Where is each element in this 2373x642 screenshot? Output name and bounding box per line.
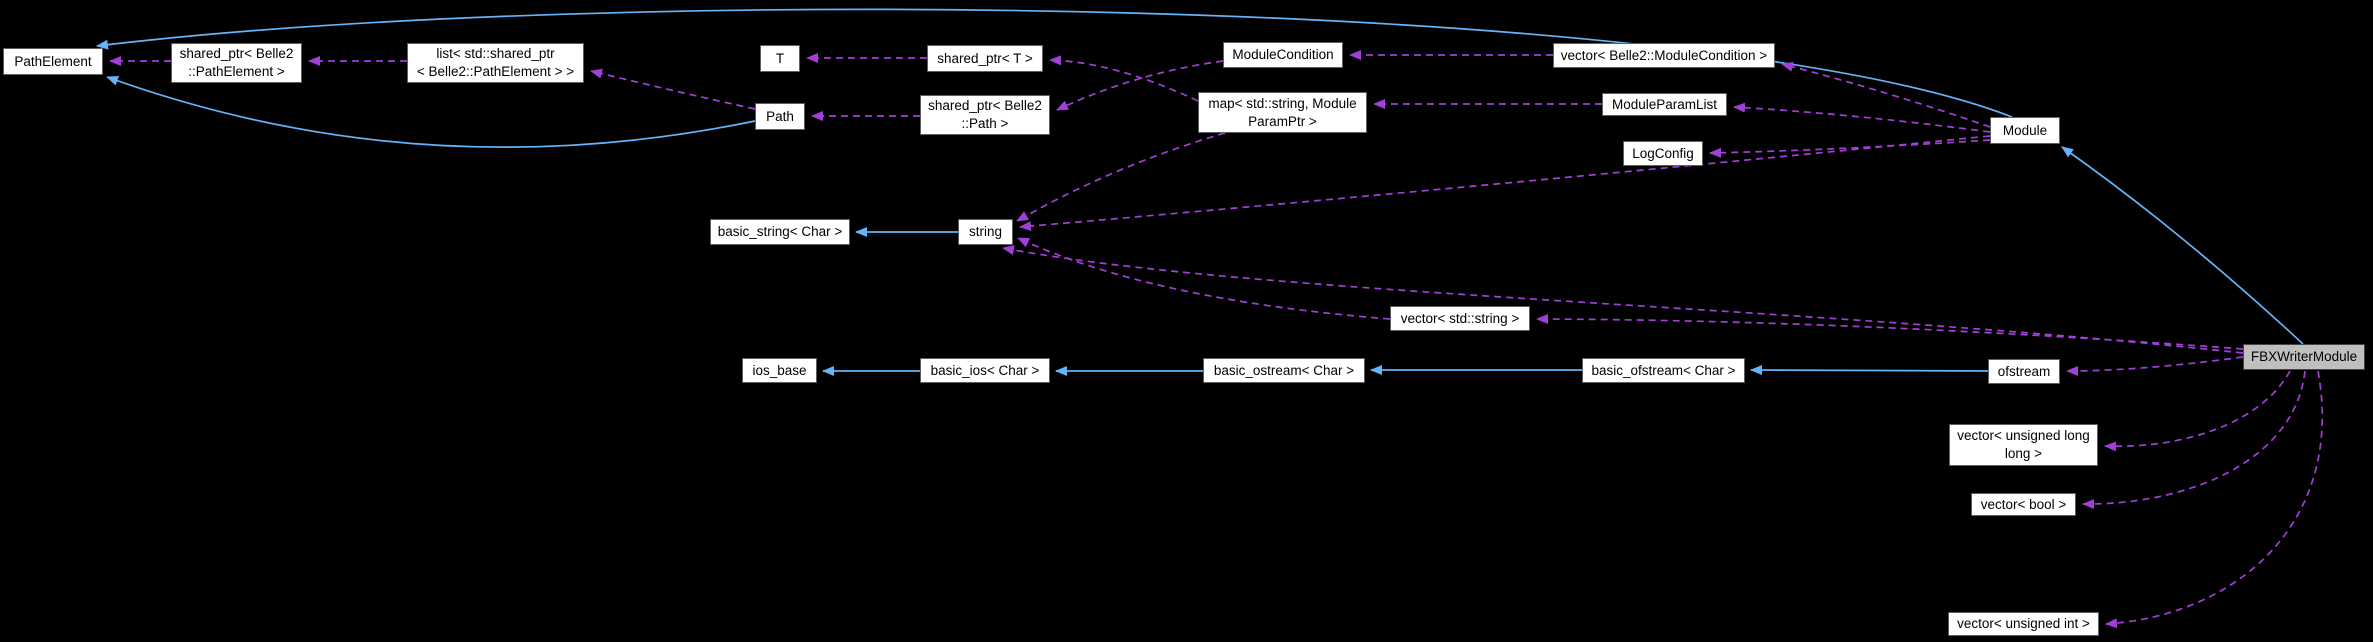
class-node-basic_ostream[interactable]: basic_ostream< Char > [1203,358,1365,383]
class-node-label: < Belle2::PathElement > > [416,64,575,79]
class-node-label: vector< bool > [1980,496,2067,512]
edge-module-to-path_element [96,8,2013,118]
class-node-label: vector< std::string > [1400,310,1520,326]
class-node-label: string [968,224,1002,239]
class-node-path_element[interactable]: PathElement [3,48,103,75]
class-node-module_condition[interactable]: ModuleCondition [1223,42,1343,68]
class-node-label: ofstream [1997,363,2051,379]
edge-path-to-list_shared_ptr_pathelement [590,68,756,110]
class-node-basic_ios[interactable]: basic_ios< Char > [920,358,1050,383]
class-node-log_config[interactable]: LogConfig [1623,141,1703,166]
class-node-ios_base[interactable]: ios_base [742,358,817,383]
class-node-label: vector< Belle2::ModuleCondition > [1560,47,1768,63]
class-node-string[interactable]: string [958,219,1013,245]
edge-fbxwritermodule-to-ofstream [2066,356,2244,376]
class-node-label: ::PathElement > [188,64,285,79]
class-node-vector_bool[interactable]: vector< bool > [1971,493,2076,516]
class-node-label: FBXWriterModule [2250,349,2358,364]
edge-fbxwritermodule-to-vector_bool [2082,370,2306,510]
class-node-label: ::Path > [961,116,1009,131]
class-node-basic_ofstream[interactable]: basic_ofstream< Char > [1582,358,1745,383]
class-node-label: shared_ptr< T > [937,50,1033,66]
edge-module-to-string [1019,135,1991,232]
class-node-label: basic_ostream< Char > [1213,362,1355,378]
edge-module-to-vector_modulecondition [1781,61,1991,128]
edge-fbxwritermodule-to-module [2061,146,2304,345]
edge-fbxwritermodule-to-vector_unsigned_long_long [2104,370,2291,452]
edge-map_moduleparamptr-to-shared_ptr_t [1049,55,1199,102]
class-node-label: basic_string< Char > [717,224,843,239]
class-node-vector_string[interactable]: vector< std::string > [1390,306,1530,331]
class-node-module_param_list[interactable]: ModuleParamList [1602,93,1727,116]
class-node-label: basic_ofstream< Char > [1591,362,1736,378]
class-node-shared_ptr_t[interactable]: shared_ptr< T > [927,45,1043,72]
class-node-t[interactable]: T [760,45,800,72]
class-node-label: ModuleCondition [1232,47,1334,62]
class-node-vector_unsigned_long_long[interactable]: vector< unsigned long long > [1949,424,2098,466]
class-node-shared_ptr_pathelement[interactable]: shared_ptr< Belle2::PathElement > [171,43,302,83]
class-node-label: basic_ios< Char > [930,362,1040,378]
class-node-label: shared_ptr< Belle2 [928,98,1042,113]
class-node-label: Module [2002,122,2048,138]
class-node-label: T [775,50,785,66]
class-node-vector_modulecondition[interactable]: vector< Belle2::ModuleCondition > [1553,43,1775,68]
class-node-label: long > [2004,446,2043,461]
class-node-fbxwritermodule: FBXWriterModule [2243,344,2365,370]
edge-fbxwritermodule-to-vector_string [1536,314,2244,350]
edge-path-to-path_element [106,76,756,149]
class-node-label: vector< unsigned long [1957,428,2090,443]
edge-map_moduleparamptr-to-string [1016,132,1226,222]
edge-module_condition-to-shared_ptr_path [1056,60,1224,111]
class-node-label: Path [766,108,794,124]
class-node-label: shared_ptr< Belle2 [179,46,294,61]
class-node-basic_string[interactable]: basic_string< Char > [710,219,850,245]
class-node-label: map< std::string, Module [1208,95,1357,111]
edge-fbxwritermodule-to-vector_unsigned_int [2105,370,2324,629]
class-node-label: ParamPtr > [1248,113,1317,129]
class-node-label: ModuleParamList [1611,96,1718,112]
class-node-ofstream[interactable]: ofstream [1988,359,2060,384]
class-node-list_shared_ptr_pathelement[interactable]: list< std::shared_ptr< Belle2::PathEleme… [407,43,584,83]
class-node-label: PathElement [14,53,92,69]
edge-vector_string-to-string [1017,237,1391,320]
edge-module-to-module_param_list [1733,102,1991,133]
class-node-shared_ptr_path[interactable]: shared_ptr< Belle2::Path > [920,95,1050,135]
class-node-path[interactable]: Path [755,103,805,130]
class-node-label: list< std::shared_ptr [436,46,555,61]
class-node-label: ios_base [752,362,807,378]
class-node-vector_unsigned_int[interactable]: vector< unsigned int > [1948,612,2099,636]
class-node-label: vector< unsigned int > [1957,616,2090,631]
class-node-module[interactable]: Module [1990,117,2060,144]
edge-ofstream-to-basic_ofstream [1750,365,1989,376]
edge-module-to-log_config [1709,139,1991,158]
class-node-label: LogConfig [1632,145,1694,161]
